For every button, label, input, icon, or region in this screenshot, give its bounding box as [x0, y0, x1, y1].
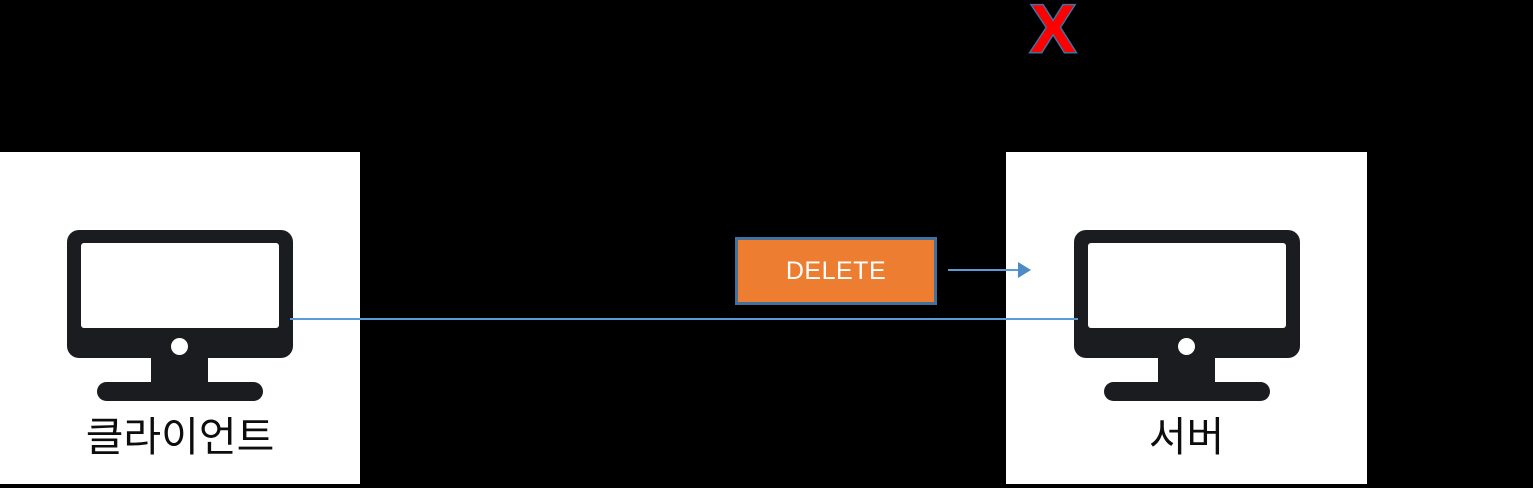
- monitor-stand-foot: [1104, 382, 1270, 401]
- monitor-bezel: [67, 230, 293, 358]
- monitor-power-dot-icon: [1178, 338, 1195, 355]
- client-monitor-icon: [67, 230, 293, 402]
- arrow-head-icon: [1018, 262, 1031, 278]
- client-server-lifeline: [290, 318, 1078, 320]
- client-label: 클라이언트: [85, 414, 275, 460]
- server-label: 서버: [1148, 414, 1225, 460]
- monitor-power-dot-icon: [171, 338, 188, 355]
- monitor-stand-foot: [97, 382, 263, 401]
- delete-message-label: DELETE: [785, 256, 887, 285]
- request-arrow-line: [948, 269, 1022, 271]
- delete-message-box: DELETE: [735, 237, 937, 305]
- monitor-bezel: [1074, 230, 1300, 358]
- monitor-screen: [1088, 243, 1286, 328]
- failure-x-icon: X: [1029, 0, 1077, 68]
- server-monitor-icon: [1074, 230, 1300, 402]
- monitor-screen: [81, 243, 279, 328]
